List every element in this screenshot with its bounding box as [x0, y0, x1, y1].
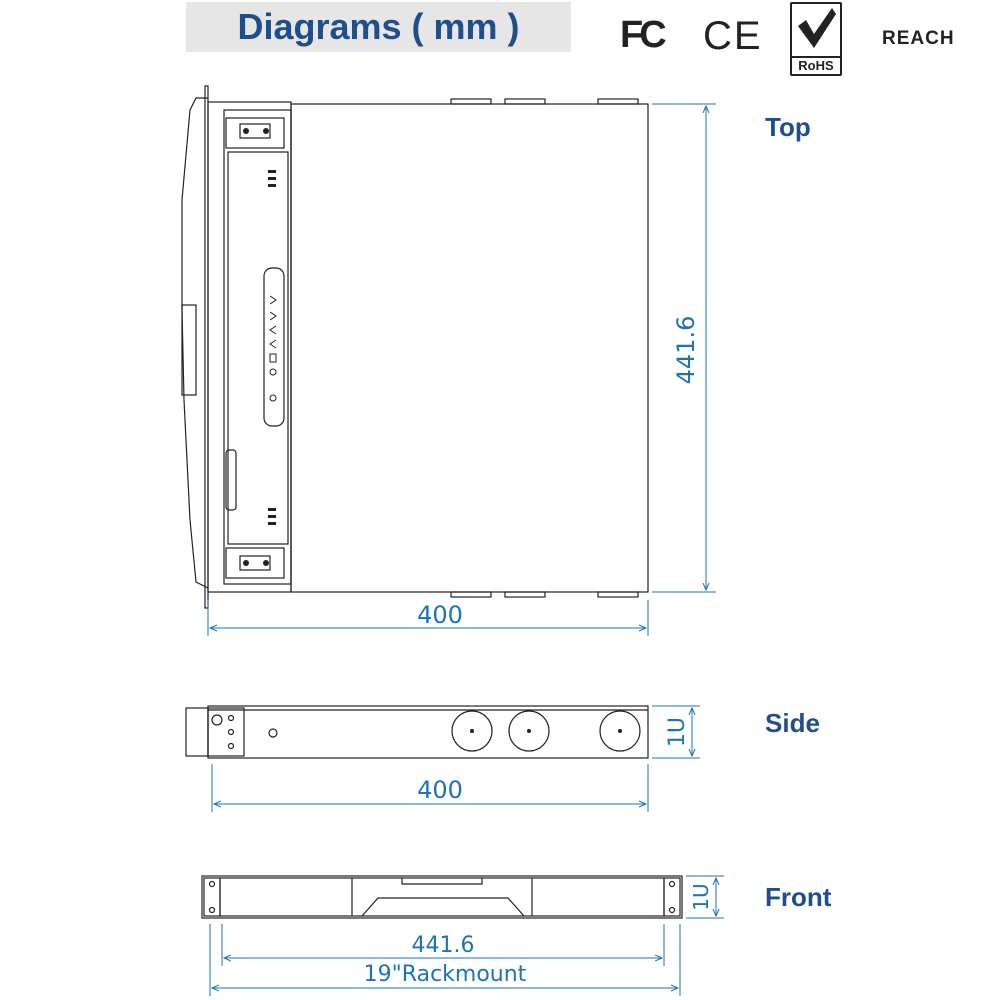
drawer-frame	[207, 101, 292, 593]
side-view-drawing	[185, 705, 649, 759]
side-width-dimension: 400	[417, 776, 463, 804]
drawer-panel	[227, 151, 289, 545]
hinge-bracket-bottom	[225, 547, 285, 579]
top-tab	[597, 98, 639, 105]
top-view-drawing	[181, 85, 649, 609]
drawer-inner	[223, 109, 292, 585]
fc-logo-icon: FC	[620, 14, 667, 56]
side-slide-wheel	[508, 710, 550, 752]
reach-logo-icon: REACH	[882, 28, 955, 49]
side-slide-wheel	[451, 710, 493, 752]
top-tab	[597, 591, 639, 598]
rohs-check-graphic	[798, 8, 836, 48]
top-tab	[504, 98, 546, 105]
top-tab	[450, 98, 492, 105]
rohs-label: RoHS	[792, 56, 840, 74]
drawer-latch	[225, 449, 237, 511]
front-view-label: Front	[765, 882, 832, 912]
top-view-label: Top	[765, 112, 811, 142]
side-slide-wheel	[599, 710, 641, 752]
top-tab	[450, 591, 492, 598]
side-dimensions	[211, 705, 700, 812]
hinge-plate	[239, 123, 271, 139]
side-front-plate	[207, 707, 245, 757]
ce-logo-icon: CE	[703, 14, 763, 58]
page-title: Diagrams ( mm )	[237, 6, 520, 47]
rohs-checkmark-icon: RoHS	[790, 2, 842, 76]
front-height-dimension: 1U	[689, 883, 713, 910]
front-dimensions	[209, 875, 724, 996]
side-bezel	[185, 707, 209, 757]
front-handle-top	[401, 878, 483, 885]
top-width-dimension: 400	[417, 601, 463, 629]
top-dimensions	[207, 103, 716, 636]
drawer-handle	[181, 304, 197, 396]
front-right-ear	[663, 877, 681, 917]
top-depth-dimension: 441.6	[672, 316, 700, 385]
top-tab	[504, 591, 546, 598]
top-chassis-body	[290, 103, 649, 593]
front-view-drawing	[201, 875, 683, 919]
title-background	[186, 2, 571, 52]
osd-control-strip	[263, 267, 285, 427]
front-width-dimension: 441.6	[412, 933, 475, 958]
front-chassis-body	[201, 875, 683, 919]
rackmount-dimension: 19"Rackmount	[364, 962, 527, 987]
front-bezel	[181, 97, 209, 589]
hinge-bracket-top	[225, 117, 285, 149]
front-panel	[219, 877, 665, 917]
front-left-ear	[203, 877, 221, 917]
side-height-dimension: 1U	[665, 717, 690, 747]
side-chassis-body	[207, 705, 649, 759]
side-view-label: Side	[765, 708, 820, 738]
hinge-plate	[239, 555, 271, 571]
front-handle-bottom	[361, 897, 525, 917]
